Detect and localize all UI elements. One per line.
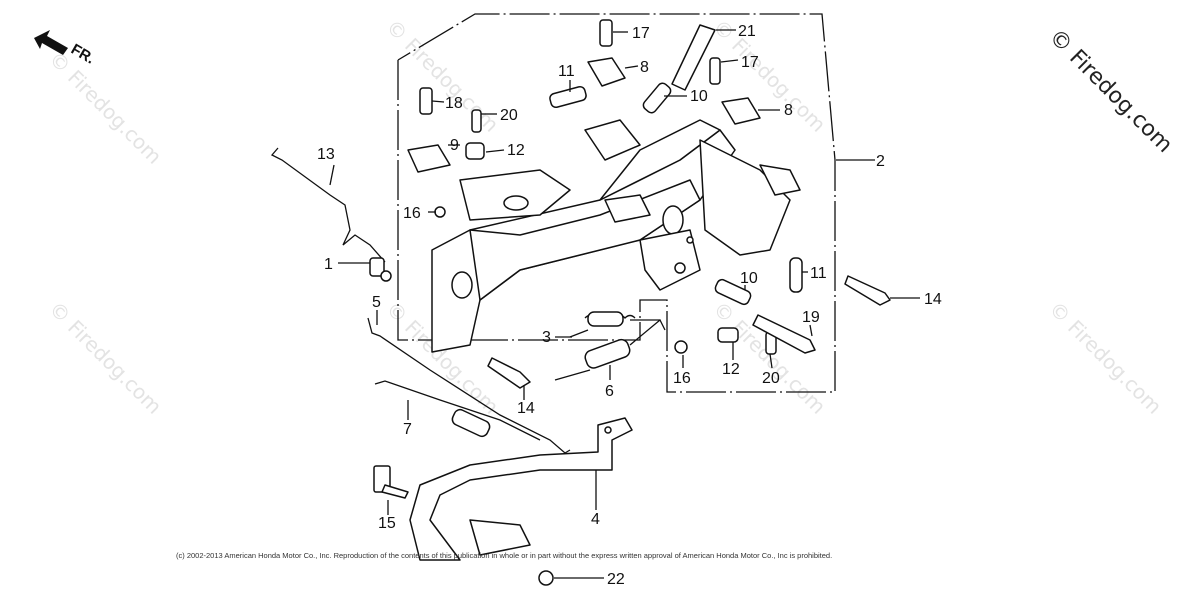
spring-part <box>554 318 666 381</box>
arrow-icon <box>34 30 68 55</box>
callout-20: 20 <box>762 370 780 387</box>
watermark: © Firedog.com <box>44 297 166 419</box>
rod-part <box>367 317 571 454</box>
callout-16: 16 <box>673 370 691 387</box>
callout-4: 4 <box>591 511 600 528</box>
callout-13: 13 <box>317 146 335 163</box>
callout-22: 22 <box>607 571 625 588</box>
callout-labels: 1 2 3 4 5 6 7 8 8 9 10 10 11 11 12 12 13… <box>317 23 942 588</box>
callout-15: 15 <box>378 515 396 532</box>
callout-3: 3 <box>542 329 551 346</box>
callout-17: 17 <box>632 25 650 42</box>
callout-1: 1 <box>324 256 333 273</box>
callout-18: 18 <box>445 95 463 112</box>
callout-20: 20 <box>500 107 518 124</box>
callout-8: 8 <box>784 102 793 119</box>
small-parts <box>270 19 891 586</box>
callout-7: 7 <box>403 421 412 438</box>
callout-6: 6 <box>605 383 614 400</box>
callout-2: 2 <box>876 153 885 170</box>
copyright-notice: (c) 2002-2013 American Honda Motor Co., … <box>176 551 832 560</box>
callout-9: 9 <box>450 137 459 154</box>
callout-19: 19 <box>802 309 820 326</box>
callout-11: 11 <box>558 63 575 80</box>
callout-17: 17 <box>741 54 759 71</box>
callout-14: 14 <box>517 400 535 417</box>
callout-8: 8 <box>640 59 649 76</box>
watermark: © Firedog.com <box>44 47 166 169</box>
callout-10: 10 <box>740 270 758 287</box>
watermark-dark: © Firedog.com <box>1044 25 1177 158</box>
assembly-boundary <box>397 13 836 393</box>
callout-5: 5 <box>372 294 381 311</box>
control-bracket-part <box>431 119 801 353</box>
callout-10: 10 <box>690 88 708 105</box>
watermark: © Firedog.com <box>708 15 830 137</box>
watermark: © Firedog.com <box>1044 297 1166 419</box>
callout-12: 12 <box>722 361 740 378</box>
rod-part <box>270 147 386 263</box>
rod-part <box>374 380 541 441</box>
callout-21: 21 <box>738 23 756 40</box>
callout-12: 12 <box>507 142 525 159</box>
callout-16: 16 <box>403 205 421 222</box>
callout-11: 11 <box>810 265 827 282</box>
leader-lines <box>329 29 920 579</box>
callout-14: 14 <box>924 291 942 308</box>
throttle-lever-part <box>409 417 633 561</box>
